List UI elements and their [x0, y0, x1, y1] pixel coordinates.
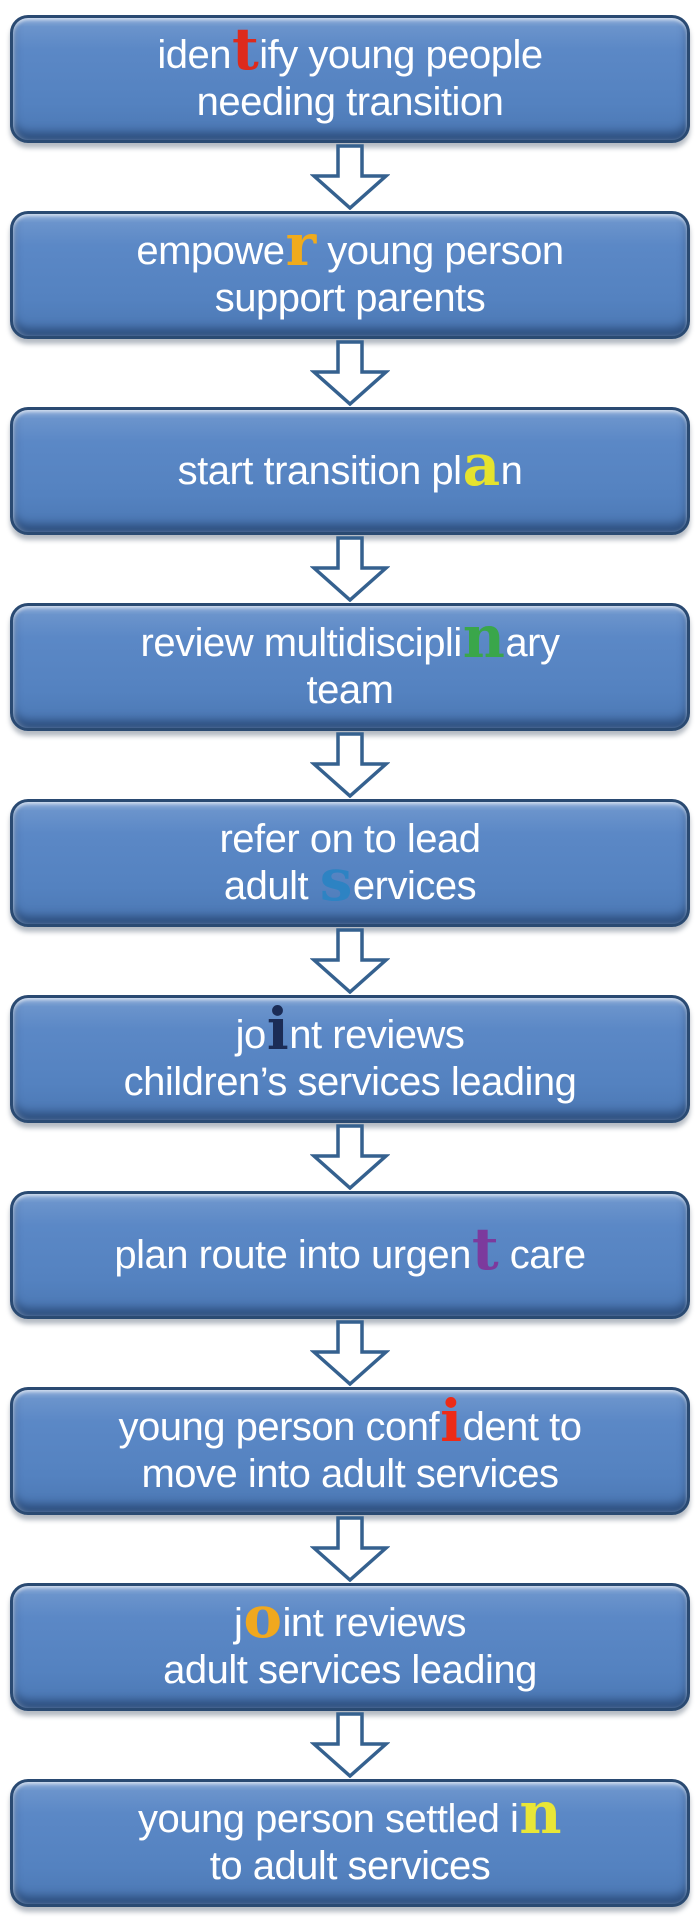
label-text: adult — [223, 864, 319, 908]
text-line: joint reviews — [124, 1000, 577, 1059]
text-line: adult services leading — [163, 1647, 537, 1694]
down-arrow-icon — [310, 731, 390, 799]
label-text: start transition pl — [177, 448, 462, 493]
text-line: plan route into urgent care — [114, 1220, 586, 1279]
label-text: empowe — [136, 229, 285, 273]
label-text: support parents — [214, 276, 486, 320]
label-text: children’s services leading — [123, 1060, 577, 1104]
label-text: young person — [316, 229, 564, 273]
label-text: to adult services — [209, 1844, 491, 1888]
label-text: needing transition — [196, 80, 504, 124]
highlight-letter: o — [243, 1583, 282, 1651]
text-line: joint reviews — [163, 1588, 537, 1647]
flow-step-3-start-transition-plan: start transition plan — [10, 407, 690, 535]
label-text: young person conf — [118, 1405, 440, 1449]
flow-step-text: start transition plan — [177, 436, 523, 495]
flow-step-text: plan route into urgent care — [114, 1220, 586, 1279]
highlight-letter: r — [285, 211, 317, 279]
down-arrow-icon — [310, 1711, 390, 1779]
label-text: dent to — [462, 1405, 582, 1449]
text-line: refer on to lead — [219, 816, 481, 863]
highlight-letter: i — [266, 995, 289, 1063]
down-arrow-icon — [310, 1319, 390, 1387]
label-text: ary — [505, 621, 560, 665]
text-line: team — [141, 667, 560, 714]
label-text: iden — [157, 33, 231, 77]
highlight-letter: i — [440, 1387, 462, 1455]
label-text: care — [499, 1232, 586, 1277]
highlight-letter: a — [462, 430, 501, 499]
text-line: children’s services leading — [124, 1059, 577, 1106]
label-text: team — [306, 668, 394, 712]
highlight-letter: s — [319, 846, 353, 914]
label-text: ervices — [352, 864, 477, 908]
label-text: review multidiscipli — [140, 621, 463, 665]
text-line: needing transition — [157, 79, 542, 126]
text-line: support parents — [136, 275, 563, 322]
text-line: to adult services — [138, 1843, 562, 1890]
down-arrow-icon — [310, 535, 390, 603]
label-text: ify young people — [259, 33, 543, 77]
highlight-letter: t — [471, 1214, 499, 1283]
text-line: young person settled in — [137, 1784, 562, 1843]
label-text: int reviews — [282, 1601, 467, 1645]
down-arrow-icon — [310, 143, 390, 211]
label-text: adult services leading — [163, 1648, 537, 1692]
highlight-letter: n — [519, 1779, 562, 1847]
label-text: nt reviews — [289, 1013, 465, 1057]
down-arrow-icon — [310, 1515, 390, 1583]
label-text: refer on to lead — [219, 817, 481, 861]
text-line: start transition plan — [177, 436, 523, 495]
label-text: plan route into urgen — [114, 1232, 471, 1277]
text-line: young person confident to — [118, 1392, 582, 1451]
down-arrow-icon — [310, 927, 390, 995]
text-line: identify young people — [157, 20, 543, 79]
flow-step-7-plan-route-into-urgent-care: plan route into urgent care — [10, 1191, 690, 1319]
label-text: n — [500, 448, 523, 493]
highlight-letter: n — [462, 603, 505, 671]
label-text: jo — [235, 1013, 267, 1057]
label-text: j — [233, 1601, 243, 1645]
text-line: empower young person — [136, 216, 564, 275]
label-text: move into adult services — [141, 1452, 559, 1496]
label-text: young person settled i — [137, 1797, 519, 1841]
down-arrow-icon — [310, 339, 390, 407]
text-line: move into adult services — [119, 1451, 582, 1498]
down-arrow-icon — [310, 1123, 390, 1191]
text-line: adult services — [219, 851, 480, 910]
text-line: review multidisciplinary — [140, 608, 560, 667]
highlight-letter: t — [232, 15, 259, 83]
